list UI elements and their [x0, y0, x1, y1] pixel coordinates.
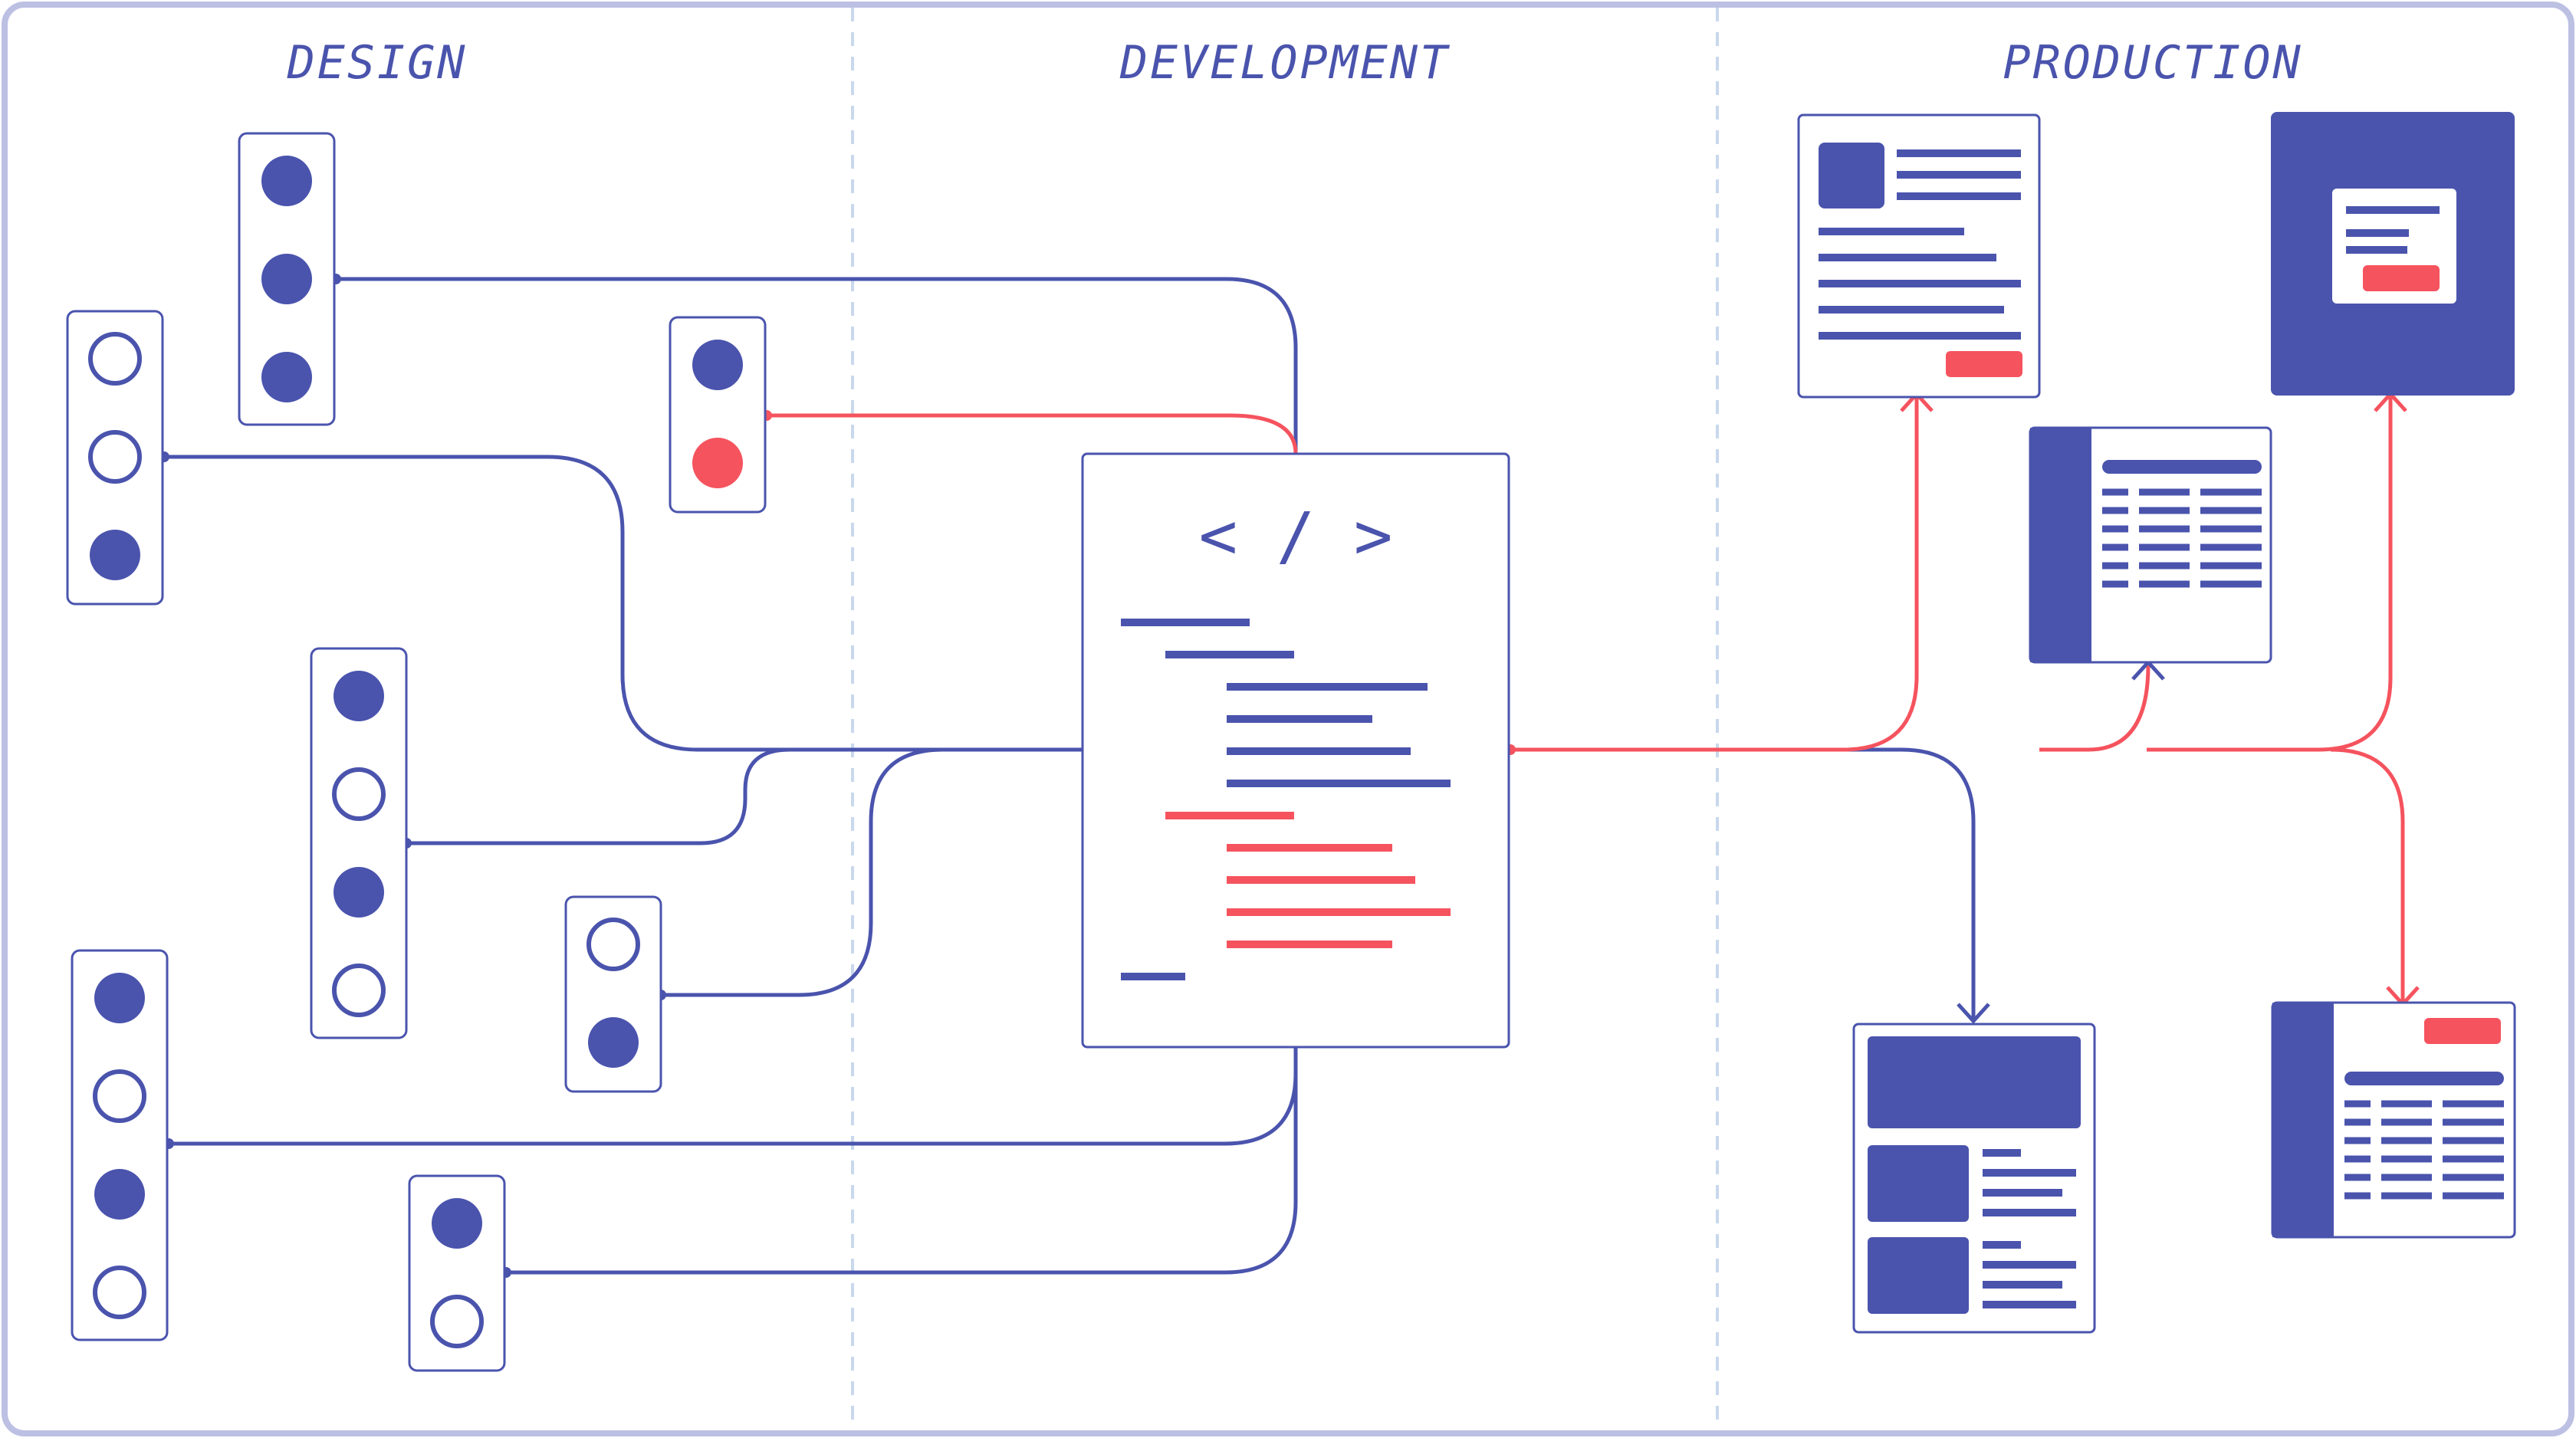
card-list-page [1852, 1023, 2096, 1334]
modal-page [2271, 112, 2515, 396]
toggle-dot-filled [334, 867, 384, 918]
table-header [2344, 1072, 2504, 1085]
toggle-group-frame [310, 647, 408, 1039]
toggle-group-5 [564, 895, 662, 1093]
connector-to-article-page [1510, 397, 1919, 752]
stage-title-development: DEVELOPMENT [1119, 36, 1451, 90]
connector-group-7 [506, 1047, 1298, 1275]
connector-to-sidebar-table-page [2330, 747, 2405, 1001]
toggle-group-2 [66, 310, 164, 606]
toggle-dot-accent [692, 438, 743, 488]
toggle-dot-empty [430, 1295, 484, 1348]
hero-banner [1868, 1036, 2081, 1128]
sidebar-table-page [2271, 1001, 2516, 1239]
code-icon: < / > [1199, 498, 1393, 573]
connector-group-4 [406, 747, 1083, 845]
connector-to-modal-page [2147, 397, 2393, 752]
toggle-dot-empty [93, 1069, 146, 1123]
production-connectors [1510, 397, 2405, 1018]
button-placeholder [1946, 351, 2022, 377]
table-rows [2102, 488, 2262, 588]
toggle-dot-filled [94, 1169, 145, 1220]
article-page [1797, 113, 2041, 399]
card-image [1868, 1237, 1969, 1314]
arrow-head [1957, 1003, 1990, 1024]
modal-text-lines [2346, 206, 2440, 254]
code-document: < / > [1081, 452, 1510, 1049]
sidebar-block [2030, 428, 2091, 662]
table-page [2029, 426, 2272, 664]
design-connectors [164, 277, 1298, 1275]
toggle-group-frame [71, 949, 169, 1341]
toggle-dot-filled [261, 352, 312, 402]
toggle-dot-filled [334, 671, 384, 721]
code-lines [1121, 619, 1451, 980]
modal-button [2363, 265, 2440, 291]
toggle-dot-filled [588, 1017, 639, 1068]
toggle-dot-empty [93, 1266, 146, 1319]
toggle-dot-empty [586, 918, 640, 971]
stage-title-design: DESIGN [287, 36, 468, 90]
connector-group-3 [767, 413, 1298, 455]
toggle-dot-filled [94, 973, 145, 1023]
connector-group-5 [661, 747, 1083, 997]
toggle-group-4 [310, 647, 408, 1039]
toggle-dot-empty [332, 767, 386, 821]
toggle-dot-filled [90, 530, 140, 580]
text-lines [1819, 149, 2021, 340]
toggle-dot-filled [432, 1198, 482, 1249]
action-button [2424, 1018, 2501, 1044]
stage-title-production: PRODUCTION [2003, 36, 2302, 90]
table-rows [2344, 1100, 2504, 1200]
card-image [1868, 1145, 1969, 1222]
table-header [2102, 460, 2262, 474]
connector-group-2 [164, 455, 1083, 752]
card-text-lines [1983, 1149, 2076, 1308]
sidebar-block [2272, 1003, 2334, 1237]
toggle-group-1 [238, 132, 336, 426]
toggle-group-6 [71, 949, 169, 1341]
toggle-group-3 [669, 316, 767, 514]
toggle-dot-filled [261, 254, 312, 304]
toggle-dot-filled [261, 156, 312, 206]
connector-to-card-list-page [1840, 747, 1976, 1018]
connector-to-table-page [2039, 665, 2150, 752]
toggle-dot-empty [88, 332, 142, 386]
connector-group-1 [336, 277, 1298, 454]
toggle-dot-filled [692, 340, 743, 390]
toggle-dot-empty [332, 964, 386, 1017]
toggle-dot-empty [88, 430, 142, 484]
image-placeholder [1819, 143, 1884, 208]
toggle-group-7 [408, 1174, 506, 1372]
